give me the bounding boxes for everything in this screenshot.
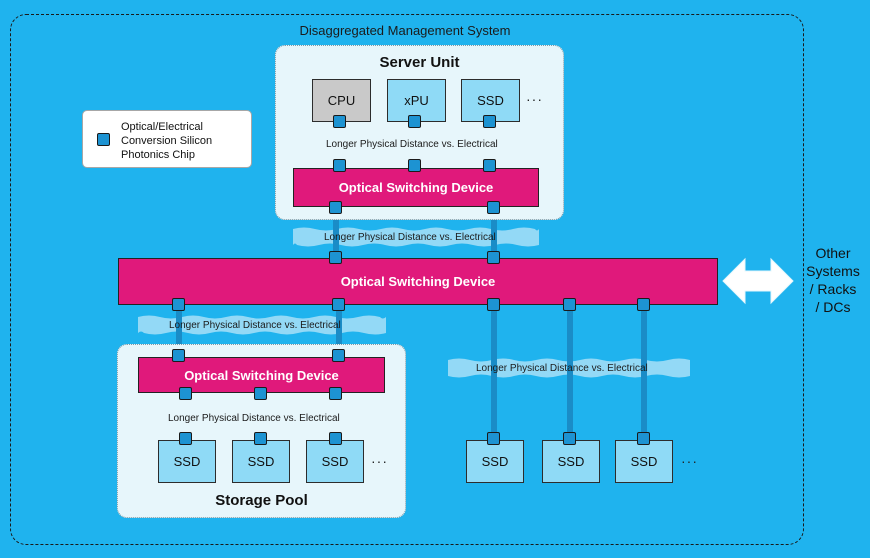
bidirectional-arrow-icon xyxy=(722,257,794,305)
storage-ssd-1: SSD xyxy=(158,440,216,483)
server-switch-bottom-chip-2-icon xyxy=(487,201,500,214)
server-switch-chip-3-icon xyxy=(483,159,496,172)
main-storage-distance-band xyxy=(138,315,386,335)
right-ellipsis: ··· xyxy=(681,453,698,469)
xpu-chip-icon xyxy=(408,115,421,128)
storage-switch-top-chip-1-icon xyxy=(172,349,185,362)
storage-ssd-1-label: SSD xyxy=(173,454,201,469)
legend-label-line-3: Photonics Chip xyxy=(121,149,195,161)
main-switch-bottom-chip-2-icon xyxy=(332,298,345,311)
storage-ssd-2-label: SSD xyxy=(247,454,275,469)
storage-switch-bottom-chip-3-icon xyxy=(329,387,342,400)
external-systems-label: Other Systems / Racks / DCs xyxy=(796,244,870,316)
server-switch-label: Optical Switching Device xyxy=(338,180,494,195)
main-switch-bottom-chip-3-icon xyxy=(487,298,500,311)
server-main-distance-band xyxy=(293,227,539,247)
server-internal-distance-label: Longer Physical Distance vs. Electrical xyxy=(326,139,498,150)
legend-chip-icon xyxy=(97,133,110,146)
main-storage-distance-label: Longer Physical Distance vs. Electrical xyxy=(169,320,341,331)
cpu-chip-icon xyxy=(333,115,346,128)
main-optical-switch: Optical Switching Device xyxy=(118,258,718,305)
legend-label: Optical/Electrical Conversion Silicon Ph… xyxy=(121,120,249,162)
main-switch-label: Optical Switching Device xyxy=(340,274,496,289)
storage-ssd-2: SSD xyxy=(232,440,290,483)
main-switch-bottom-chip-4-icon xyxy=(563,298,576,311)
right-ssd-3-chip-icon xyxy=(637,432,650,445)
right-ssd-2-chip-icon xyxy=(563,432,576,445)
storage-switch-bottom-chip-2-icon xyxy=(254,387,267,400)
storage-pool-title: Storage Pool xyxy=(215,492,308,509)
main-switch-top-chip-2-icon xyxy=(487,251,500,264)
external-line-4: / DCs xyxy=(815,299,851,315)
storage-ssd-2-chip-icon xyxy=(254,432,267,445)
server-optical-switch: Optical Switching Device xyxy=(293,168,539,207)
storage-ssd-3-label: SSD xyxy=(321,454,349,469)
storage-switch-bottom-chip-1-icon xyxy=(179,387,192,400)
right-ssd-2-label: SSD xyxy=(557,454,585,469)
right-ssd-3-label: SSD xyxy=(630,454,658,469)
external-line-1: Other xyxy=(815,245,851,261)
main-switch-top-chip-1-icon xyxy=(329,251,342,264)
external-line-3: / Racks xyxy=(809,281,857,297)
legend-label-line-2: Conversion Silicon xyxy=(121,135,213,147)
server-ellipsis: ··· xyxy=(526,91,543,107)
server-switch-bottom-chip-1-icon xyxy=(329,201,342,214)
right-ssd-1-chip-icon xyxy=(487,432,500,445)
main-switch-bottom-chip-5-icon xyxy=(637,298,650,311)
server-main-distance-label: Longer Physical Distance vs. Electrical xyxy=(324,232,496,243)
external-arrow-group xyxy=(722,257,794,305)
storage-switch-label: Optical Switching Device xyxy=(184,367,339,383)
storage-ellipsis: ··· xyxy=(371,453,388,469)
legend-label-line-1: Optical/Electrical xyxy=(121,121,203,133)
storage-ssd-1-chip-icon xyxy=(179,432,192,445)
main-switch-bottom-chip-1-icon xyxy=(172,298,185,311)
right-ssd-1: SSD xyxy=(466,440,524,483)
server-ssd-component: SSD xyxy=(461,79,520,122)
server-ssd-label: SSD xyxy=(477,93,504,108)
storage-ssd-3-chip-icon xyxy=(329,432,342,445)
storage-ssd-3: SSD xyxy=(306,440,364,483)
storage-internal-distance-label: Longer Physical Distance vs. Electrical xyxy=(168,413,340,424)
xpu-component: xPU xyxy=(387,79,446,122)
xpu-label: xPU xyxy=(404,93,429,108)
system-title: Disaggregated Management System xyxy=(299,23,511,38)
legend-box: Optical/Electrical Conversion Silicon Ph… xyxy=(82,110,252,168)
external-line-2: Systems xyxy=(806,263,860,279)
system-boundary xyxy=(10,14,804,545)
main-right-distance-label: Longer Physical Distance vs. Electrical xyxy=(476,363,648,374)
right-ssd-1-label: SSD xyxy=(481,454,509,469)
right-ssd-2: SSD xyxy=(542,440,600,483)
storage-switch-top-chip-2-icon xyxy=(332,349,345,362)
cpu-label: CPU xyxy=(327,93,356,108)
server-switch-chip-1-icon xyxy=(333,159,346,172)
right-ssd-3: SSD xyxy=(615,440,673,483)
server-unit-title: Server Unit xyxy=(379,54,460,71)
server-switch-chip-2-icon xyxy=(408,159,421,172)
server-ssd-chip-icon xyxy=(483,115,496,128)
